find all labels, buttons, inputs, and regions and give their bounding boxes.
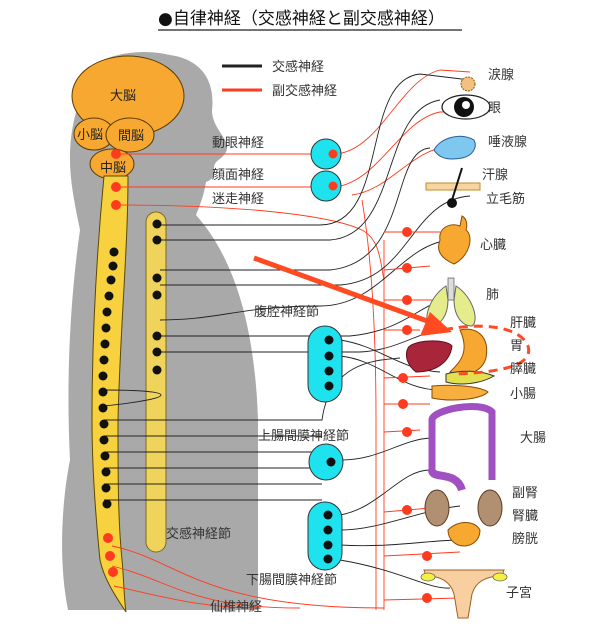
liver-icon [405, 340, 453, 373]
ciliary-ganglion [310, 138, 342, 170]
organ-label-small-intestine: 小腸 [510, 387, 536, 402]
organ-label-uterus: 子宮 [506, 585, 532, 601]
organ-label-bladder: 膀胱 [512, 531, 538, 547]
legend-parasympathetic-label: 副交感神経 [272, 83, 337, 99]
diencephalon [105, 117, 155, 153]
inferior-mesenteric-ganglion-dots [323, 510, 333, 564]
skin-hair-icon [425, 167, 481, 208]
diagram-title: ●自律神経（交感神経と副交感神経） [158, 9, 445, 29]
superior-mesenteric-ganglion-label: 上腸間膜神経節 [258, 429, 349, 444]
inferior-mesenteric-ganglion-label: 下腸間膜神経節 [246, 573, 337, 588]
ciliary-ganglion-dot [328, 149, 338, 159]
organ-label-arrector: 立毛筋 [486, 191, 525, 207]
organ-label-salivary: 唾液腺 [488, 135, 527, 150]
stomach-icon [449, 328, 488, 375]
celiac-ganglion-dots [324, 335, 334, 391]
organ-label-stomach: 胃 [510, 339, 523, 354]
organ-label-large-intestine: 大腸 [520, 431, 546, 446]
lacrimal-gland-icon [460, 76, 476, 92]
organ-label-lung: 肺 [486, 288, 499, 303]
cerebellum-label: 小脳 [77, 128, 103, 143]
pterygopalatine-ganglion-dot [328, 181, 338, 191]
spinal-cord [91, 175, 129, 613]
annotation-dashed-ellipse [443, 324, 531, 376]
uterus-icon [420, 569, 508, 619]
facial-nerve-label: 顔面神経 [212, 168, 264, 183]
superior-mesenteric-ganglion [308, 443, 344, 481]
eye-icon [441, 94, 491, 120]
midbrain-label: 中脳 [100, 161, 126, 176]
trunk-ganglion-dots [152, 219, 162, 375]
parasympathetic-dots [103, 149, 432, 603]
small-intestine-icon [431, 384, 489, 401]
legend-sympathetic-label: 交感神経 [272, 59, 324, 75]
inferior-mesenteric-ganglion [307, 501, 343, 571]
organ-label-sweat: 汗腺 [482, 168, 508, 183]
organ-label-heart: 心臓 [480, 238, 506, 253]
oculomotor-nerve-label: 動眼神経 [212, 136, 264, 151]
organ-label-eye: 眼 [488, 101, 501, 116]
pancreas-icon [445, 370, 496, 385]
pterygopalatine-ganglion [310, 170, 342, 202]
cerebrum-label: 大脳 [110, 89, 136, 104]
organ-label-pancreas: 膵臓 [510, 362, 536, 377]
sympathetic-trunk-label: 交感神経節 [166, 526, 231, 542]
parasympathetic-organ-branches [111, 231, 461, 609]
annotation-arrow-icon [253, 255, 452, 336]
large-intestine-icon [428, 403, 496, 492]
spinal-sympathetic-dots [98, 247, 119, 509]
kidneys-icon [424, 489, 503, 527]
organ-label-lacrimal: 涙腺 [488, 67, 514, 83]
superior-mesenteric-ganglion-dot [326, 457, 336, 467]
parasympathetic-trunk-lines [361, 199, 385, 610]
celiac-ganglion [307, 325, 343, 403]
organ-label-kidney: 腎臓 [512, 509, 538, 524]
organ-label-liver: 肝臓 [510, 316, 536, 331]
sympathetic-trunk [145, 211, 167, 553]
salivary-gland-icon [433, 135, 476, 160]
sacral-nerve-label: 仙椎神経 [210, 600, 262, 615]
heart-icon [438, 215, 471, 265]
organ-label-adrenal: 副腎 [512, 486, 538, 501]
vagus-nerve-label: 迷走神経 [212, 192, 264, 207]
diencephalon-label: 間脳 [118, 129, 144, 144]
celiac-ganglion-label: 腹腔神経節 [254, 304, 319, 320]
bladder-icon [447, 522, 481, 547]
